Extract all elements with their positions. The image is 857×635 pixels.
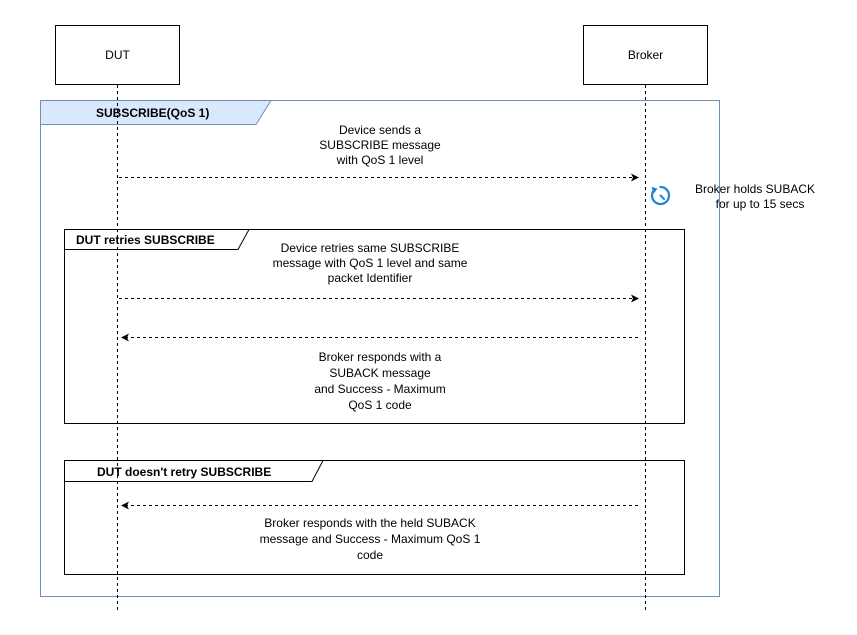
message-line: with QoS 1 level <box>336 153 424 167</box>
retry-frame-label: DUT retries SUBSCRIBE <box>76 233 215 247</box>
retry-frame-label-tab <box>64 229 250 250</box>
outer-frame-label: SUBSCRIBE(QoS 1) <box>96 106 210 120</box>
outer-frame <box>40 100 720 597</box>
no-retry-frame-label-tab <box>64 460 324 482</box>
outer-frame-label-tab <box>40 100 272 125</box>
message-line: Device retries same SUBSCRIBE <box>280 241 460 255</box>
broker-label: Broker <box>627 48 664 62</box>
message-subscribe-text: Device sends a SUBSCRIBE message with Qo… <box>280 123 480 168</box>
message-line: Broker responds with a <box>318 350 442 364</box>
dut-label: DUT <box>105 48 130 62</box>
message-line: code <box>356 548 384 562</box>
retry-frame <box>64 229 685 424</box>
message-line: SUBSCRIBE message <box>319 138 441 152</box>
message-line: Broker responds with the held SUBACK <box>264 516 476 530</box>
note-line: Broker holds SUBACK <box>694 182 816 196</box>
message-line: QoS 1 code <box>348 398 412 412</box>
message-suback-text: Broker responds with a SUBACK message an… <box>280 349 480 413</box>
message-line: Device sends a <box>338 123 422 137</box>
message-line: message with QoS 1 level and same <box>272 256 468 270</box>
message-held-suback-text: Broker responds with the held SUBACK mes… <box>220 515 520 563</box>
broker-participant-box: Broker <box>583 25 708 85</box>
message-line: and Success - Maximum <box>314 382 446 396</box>
message-line: packet Identifier <box>327 271 413 285</box>
note-line: for up to 15 secs <box>715 197 805 211</box>
message-line: SUBACK message <box>329 366 431 380</box>
broker-hold-note: Broker holds SUBACK for up to 15 secs <box>680 182 830 212</box>
timer-icon <box>650 185 671 206</box>
no-retry-frame-label: DUT doesn't retry SUBSCRIBE <box>97 465 272 479</box>
dut-participant-box: DUT <box>55 25 180 85</box>
message-retry-text: Device retries same SUBSCRIBE message wi… <box>240 241 500 286</box>
message-line: message and Success - Maximum QoS 1 <box>259 532 481 546</box>
